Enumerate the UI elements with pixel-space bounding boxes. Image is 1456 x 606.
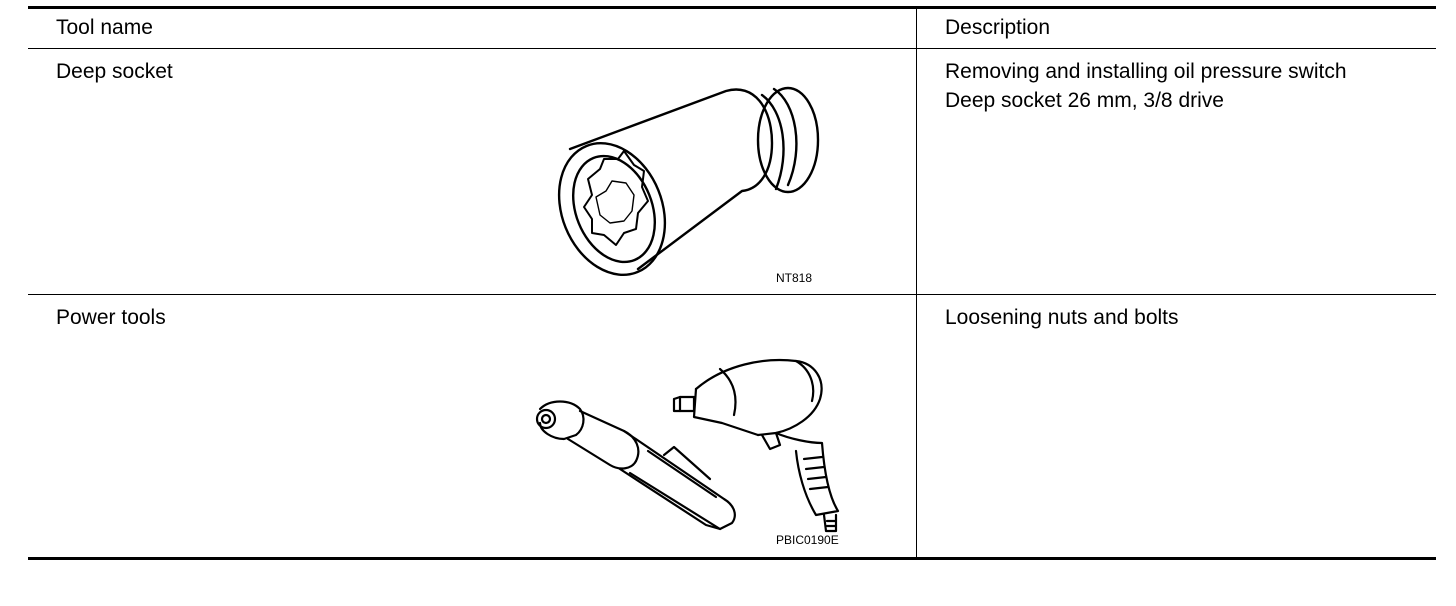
tool-name-power-tools: Power tools (56, 306, 166, 329)
description-line: Removing and installing oil pressure swi… (945, 60, 1347, 83)
deep-socket-icon (557, 86, 820, 276)
column-divider (916, 9, 917, 557)
description-line: Deep socket 26 mm, 3/8 drive (945, 89, 1224, 112)
figure-code: PBIC0190E (776, 533, 839, 547)
row-divider (28, 294, 1436, 295)
figure-code: NT818 (776, 271, 813, 285)
header-tool-name: Tool name (56, 16, 153, 39)
header-row-divider (28, 48, 1436, 49)
header-description: Description (945, 16, 1051, 39)
description-line: Loosening nuts and bolts (945, 306, 1179, 329)
tool-table: Tool name Description Deep socket Removi… (28, 6, 1436, 560)
power-tools-icon (535, 358, 840, 533)
tool-name-deep-socket: Deep socket (56, 60, 173, 83)
